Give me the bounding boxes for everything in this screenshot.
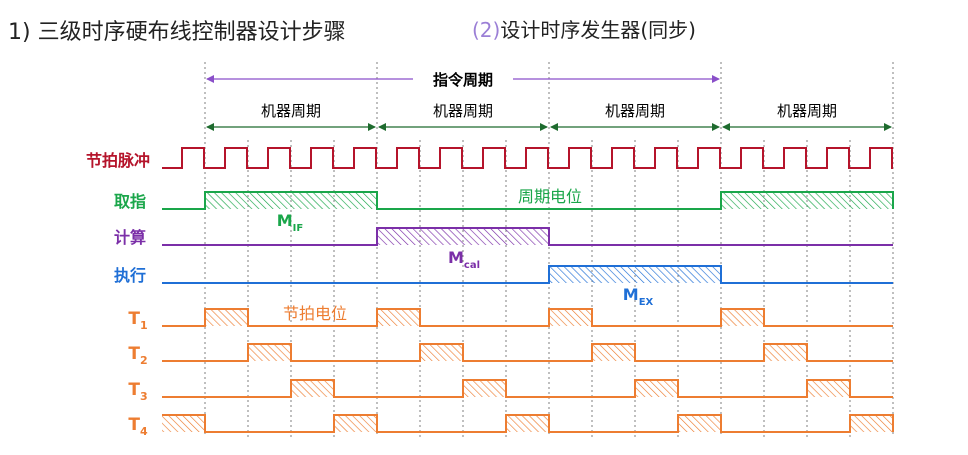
phase-pulse-fill bbox=[678, 415, 721, 432]
clock-label: 节拍脉冲 bbox=[86, 151, 150, 170]
fetch-active-fill bbox=[721, 192, 893, 209]
phase-pulse-fill bbox=[162, 415, 205, 432]
phase-potential-label: 节拍电位 bbox=[283, 304, 347, 323]
slide-subheading: (2)设计时序发生器(同步) bbox=[472, 14, 696, 43]
calc-active-fill bbox=[377, 228, 549, 245]
label-backdrop bbox=[413, 67, 513, 91]
phase-t4-label: T4 bbox=[128, 415, 148, 438]
calc-label: 计算 bbox=[114, 228, 146, 247]
phase-t3-label: T3 bbox=[128, 380, 147, 403]
phase-pulse-fill bbox=[635, 380, 678, 397]
phase-pulse-fill bbox=[334, 415, 377, 432]
mode-label-if: MIF bbox=[277, 211, 303, 234]
exec-label: 执行 bbox=[114, 266, 146, 285]
phase-pulse-fill bbox=[721, 309, 764, 326]
phase-pulse-fill bbox=[205, 309, 248, 326]
mode-label-cal: Mcal bbox=[448, 248, 480, 271]
fetch-wave bbox=[162, 191, 894, 210]
cycle-arrows bbox=[206, 67, 892, 131]
waveforms bbox=[162, 147, 894, 433]
subheading-number: (2) bbox=[472, 18, 501, 42]
slide-heading: 1) 三级时序硬布线控制器设计步骤 bbox=[8, 20, 346, 45]
phase-pulse-fill bbox=[592, 344, 635, 361]
phase-t2-wave bbox=[162, 343, 893, 362]
phase-pulse-fill bbox=[764, 344, 807, 361]
phase-t1-label: T1 bbox=[128, 309, 147, 332]
phase-t4-wave bbox=[162, 414, 894, 433]
phase-pulse-fill bbox=[549, 309, 592, 326]
subheading-text: 设计时序发生器(同步) bbox=[500, 18, 696, 42]
phase-t1-wave bbox=[162, 308, 893, 327]
phase-pulse-fill bbox=[248, 344, 291, 361]
phase-pulse-fill bbox=[420, 344, 463, 361]
machine-cycle-label: 机器周期 bbox=[605, 102, 665, 120]
phase-pulse-fill bbox=[463, 380, 506, 397]
phase-pulse-fill bbox=[506, 415, 549, 432]
fetch-label: 取指 bbox=[114, 192, 146, 211]
machine-cycle-label: 机器周期 bbox=[261, 102, 321, 120]
machine-cycle-label: 机器周期 bbox=[433, 102, 493, 120]
phase-t2-label: T2 bbox=[128, 344, 147, 367]
phase-pulse-fill bbox=[807, 380, 850, 397]
calc-wave bbox=[162, 227, 893, 246]
mode-label-ex: MEX bbox=[623, 285, 654, 308]
exec-active-fill bbox=[549, 266, 721, 283]
phase-pulse-fill bbox=[850, 415, 893, 432]
phase-t3-wave bbox=[162, 379, 893, 398]
clock-pulse-wave bbox=[162, 147, 893, 169]
exec-wave bbox=[162, 265, 893, 284]
machine-cycle-label: 机器周期 bbox=[777, 102, 837, 120]
phase-pulse-fill bbox=[291, 380, 334, 397]
instruction-cycle-label: 指令周期 bbox=[433, 71, 493, 89]
cycle-potential-label: 周期电位 bbox=[518, 187, 582, 206]
phase-pulse-fill bbox=[377, 309, 420, 326]
fetch-active-fill bbox=[205, 192, 377, 209]
